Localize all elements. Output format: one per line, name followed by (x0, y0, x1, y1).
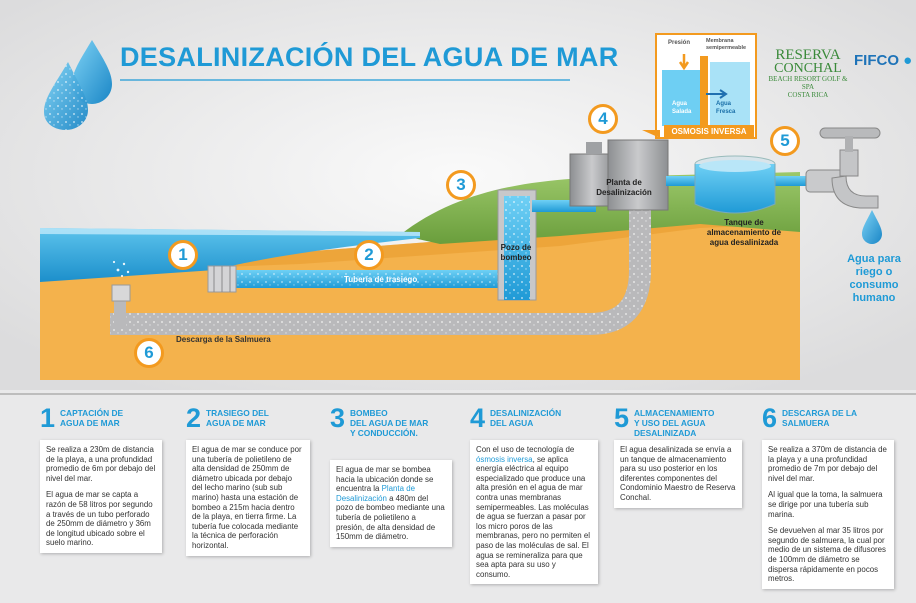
desalination-plant (569, 139, 669, 211)
well-label: Pozo de bombeo (500, 243, 532, 262)
fifco-text: FIFCO (854, 52, 899, 69)
logo-line: COSTA RICA (787, 91, 829, 99)
text-run: El agua de mar se bombea hacia la ubicac… (336, 465, 434, 494)
step-number: 4 (470, 403, 486, 433)
step-heading-line: TRASIEGO DEL (206, 408, 269, 418)
step-heading-line: DESCARGA DE LA (782, 408, 858, 418)
sea (40, 228, 420, 282)
step-description-card: Se realiza a 370m de distancia de la pla… (762, 440, 894, 589)
plant-label: Planta de Desalinización (596, 178, 652, 197)
marker-1: 1 (168, 240, 198, 270)
tank-label: Tanque de almacenamiento de agua desalin… (706, 218, 782, 247)
step-paragraph: El agua de mar se capta a razón de 58 li… (46, 490, 153, 548)
step-heading-line: ALMACENAMIENTO (634, 408, 715, 418)
step-paragraph: Se devuelven al mar 35 litros por segund… (768, 526, 886, 584)
step-description-card: Con el uso de tecnología de ósmosis inve… (470, 440, 598, 585)
marker-4: 4 (588, 104, 618, 134)
step-paragraph: El agua de mar se bombea hacia la ubicac… (336, 465, 446, 542)
marker-6: 6 (134, 338, 164, 368)
step-paragraph: Se realiza a 370m de distancia de la pla… (768, 445, 887, 483)
step-heading-line: Y USO DEL AGUA (634, 418, 706, 428)
diagram-illustration (0, 0, 916, 390)
step-paragraph: Con el uso de tecnología de ósmosis inve… (476, 445, 592, 579)
logo-line: BEACH RESORT GOLF & SPA (768, 75, 848, 91)
faucet-icon (819, 127, 882, 244)
step-description-card: El agua de mar se conduce por una tuberí… (186, 440, 310, 556)
text-run: Con el uso de tecnología de (476, 445, 575, 454)
step-heading-line: DESALINIZADA (634, 428, 697, 438)
highlighted-term: ósmosis inversa (476, 454, 533, 464)
logo-line: RESERVA (775, 47, 841, 63)
process-diagram: DESALINIZACIÓN DEL AGUA DE MAR RESERVA C… (0, 0, 916, 390)
sand (40, 210, 800, 380)
step-description-card: Se realiza a 230m de distancia de la pla… (40, 440, 162, 553)
step-heading-line: DEL AGUA (490, 418, 534, 428)
step-heading-line: Y CONDUCCIÓN. (350, 428, 418, 438)
discharge-label: Descarga de la Salmuera (176, 335, 271, 344)
logo-line: CONCHAL (774, 61, 842, 76)
step-heading-line: CAPTACIÓN DE (60, 408, 124, 418)
step-number: 6 (762, 403, 778, 433)
inset-pressure-label: Presión (668, 40, 691, 46)
text-run: , se aplica energía eléctrica al equipo … (476, 454, 591, 579)
marker-3: 3 (446, 170, 476, 200)
step-number: 2 (186, 403, 202, 433)
page-title: DESALINIZACIÓN DEL AGUA DE MAR (120, 42, 619, 72)
step-heading-line: DEL AGUA DE MAR (350, 418, 429, 428)
step-number: 5 (614, 403, 630, 433)
reserva-conchal-logo: RESERVA CONCHAL BEACH RESORT GOLF & SPA … (768, 47, 848, 100)
inset-fresh-water-label: Agua Fresca (716, 101, 736, 115)
step-paragraph: El agua desalinizada se envía a un tanqu… (620, 445, 736, 502)
fifco-drop-icon: ● (903, 52, 913, 69)
storage-tank (694, 155, 776, 214)
inset-salt-water-label: Agua Salada (672, 101, 692, 115)
diffuser (111, 284, 131, 302)
fifco-logo: FIFCO ● (854, 52, 912, 69)
step-heading-line: AGUA DE MAR (60, 418, 120, 428)
step-number: 1 (40, 403, 56, 433)
step-description-card: El agua desalinizada se envía a un tanqu… (614, 440, 742, 508)
step-number: 3 (330, 403, 346, 433)
step-heading-line: SALMUERA (782, 418, 830, 428)
step-heading-line: AGUA DE MAR (206, 418, 266, 428)
step-paragraph: El agua de mar se conduce por una tuberí… (192, 445, 302, 550)
text-run: a 480m del pozo de bombeo mediante una t… (336, 493, 445, 542)
marker-2: 2 (354, 240, 384, 270)
step-description-card: El agua de mar se bombea hacia la ubicac… (330, 460, 452, 547)
inset-title: OSMOSIS INVERSA (671, 127, 747, 136)
inset-membrane-label: Membrana semipermeable (706, 38, 747, 51)
water-use-label: Agua para riego o consumo humano (847, 253, 901, 304)
pipe-label: Tubería de trasiego (344, 275, 418, 284)
title-droplets-icon (44, 40, 112, 130)
step-heading-line: BOMBEO (350, 408, 388, 418)
marker-5: 5 (770, 126, 800, 156)
step-paragraph: Se realiza a 230m de distancia de la pla… (46, 445, 156, 483)
highlighted-term: Planta de Desalinización (336, 484, 415, 503)
reverse-osmosis-inset (642, 33, 757, 139)
step-paragraph: Al igual que la toma, la salmuera se dir… (768, 490, 883, 519)
step-heading-line: DESALINIZACIÓN (490, 408, 562, 418)
